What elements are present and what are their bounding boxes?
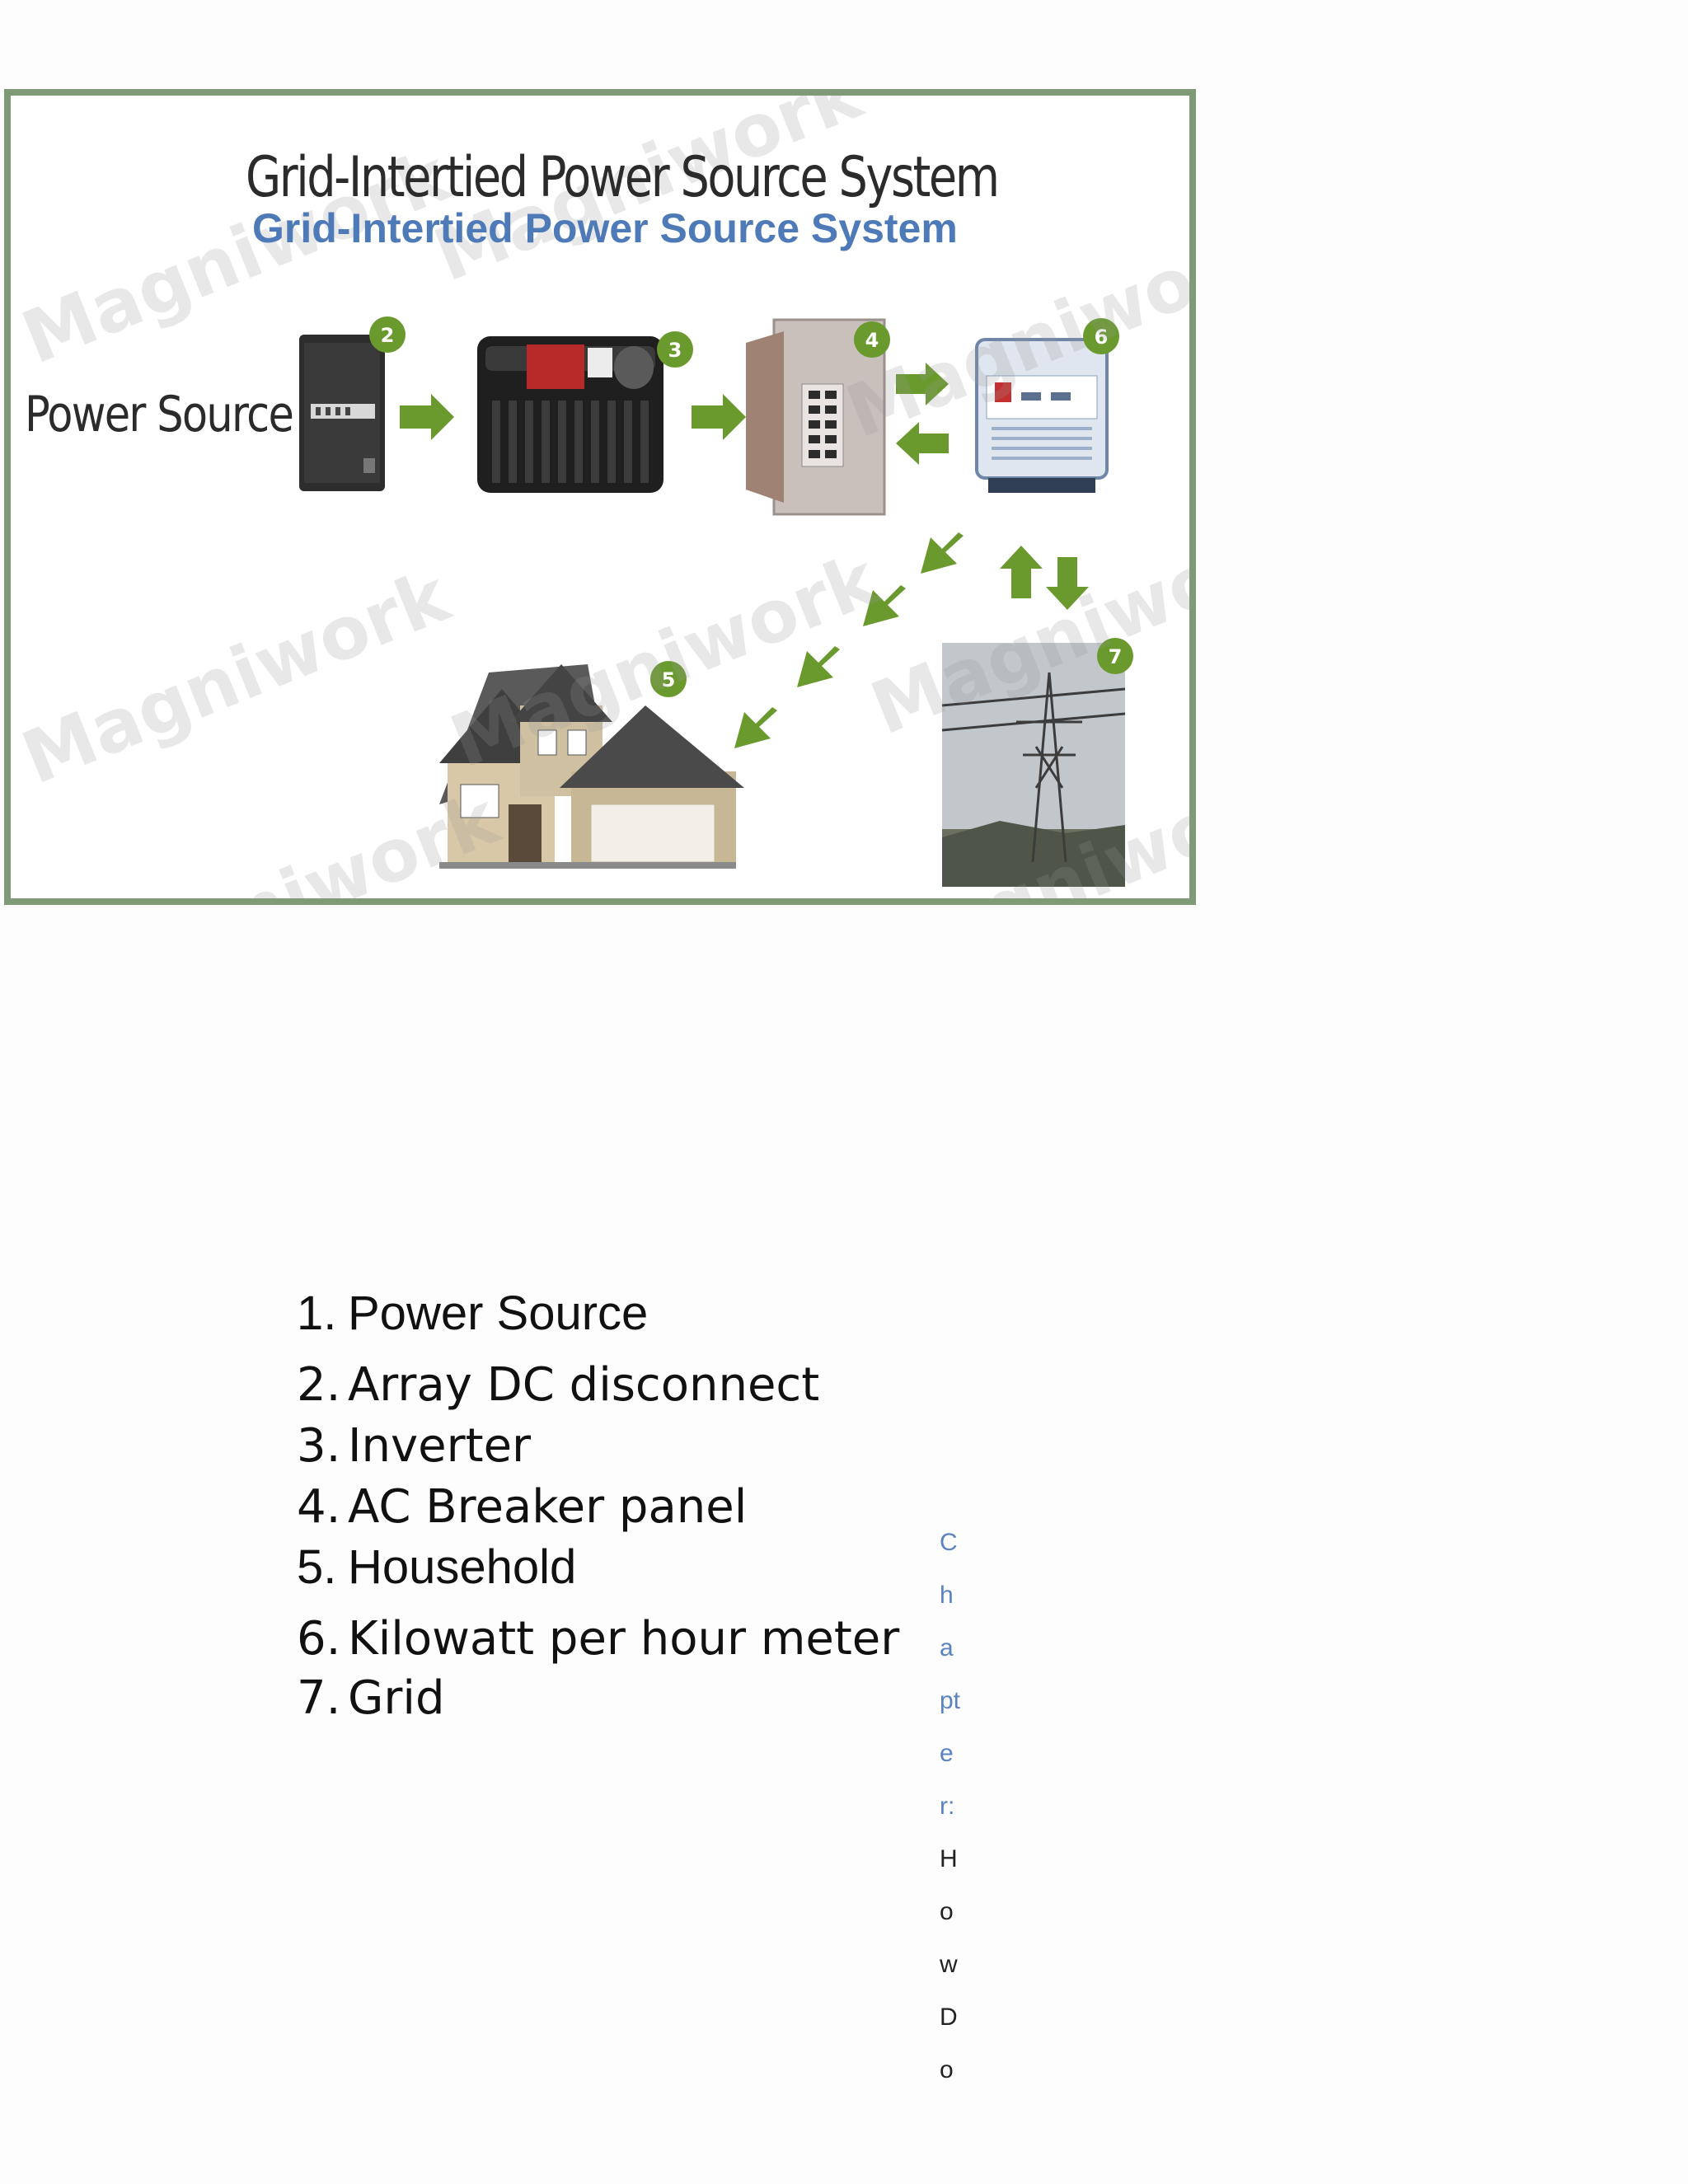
- power-source-label: Power Source: [25, 386, 294, 443]
- arrow-down-left-icon: [797, 646, 840, 687]
- legend-item: 2.Array DC disconnect: [297, 1358, 819, 1412]
- legend-number: 1.: [297, 1286, 337, 1340]
- arrow-right-icon: [692, 394, 746, 440]
- legend-number: 7.: [297, 1671, 341, 1725]
- legend-item: 1.Power Source: [297, 1286, 648, 1341]
- legend-label: AC Breaker panel: [348, 1480, 748, 1534]
- arrow-down-icon: [1046, 557, 1089, 610]
- legend-number: 6.: [297, 1612, 341, 1666]
- legend-number: 3.: [297, 1419, 341, 1473]
- badge-4: 4: [865, 329, 879, 352]
- vertical-char: w: [940, 1951, 958, 1978]
- vertical-char: o: [940, 1898, 954, 1925]
- badge-2: 2: [381, 324, 395, 347]
- legend-item: 5.Household: [297, 1540, 576, 1595]
- arrow-up-icon: [1000, 546, 1043, 598]
- legend-number: 5.: [297, 1540, 337, 1594]
- vertical-char: H: [940, 1845, 958, 1872]
- badge-6: 6: [1095, 326, 1109, 349]
- legend-label: Kilowatt per hour meter: [348, 1612, 900, 1666]
- arrow-right-icon: [400, 394, 454, 440]
- inverter-icon: [477, 336, 663, 493]
- legend-number: 4.: [297, 1480, 341, 1534]
- arrow-down-left-icon: [734, 707, 777, 748]
- legend-label: Household: [348, 1540, 577, 1594]
- diagram-title: Grid-Intertied Power Source System: [252, 205, 958, 251]
- legend-label: Array DC disconnect: [348, 1358, 820, 1412]
- legend-number: 2.: [297, 1358, 341, 1412]
- dc-disconnect-icon: [299, 335, 385, 491]
- arrow-down-left-icon: [921, 532, 964, 574]
- legend-label: Inverter: [348, 1419, 532, 1473]
- vertical-char: r:: [940, 1793, 955, 1820]
- legend-item: 3.Inverter: [297, 1419, 531, 1473]
- vertical-char: o: [940, 2056, 954, 2083]
- legend-item: 4.AC Breaker panel: [297, 1480, 747, 1534]
- vertical-char: C: [940, 1529, 958, 1556]
- legend-item: 6.Kilowatt per hour meter: [297, 1612, 899, 1666]
- badge-3: 3: [668, 339, 682, 362]
- vertical-char: h: [940, 1582, 954, 1609]
- system-diagram: 2 3 4 5 6 7 Magniwork Magniwork Magniwor…: [4, 89, 1196, 905]
- vertical-chapter-text: C h a pt e r: H o w D o: [940, 1529, 989, 2109]
- arrow-down-left-icon: [863, 585, 906, 626]
- power-tower-icon: [941, 643, 1126, 887]
- badges: 2 3 4 5 6 7: [369, 316, 1133, 697]
- legend-label: Power Source: [348, 1286, 649, 1340]
- house-icon: [439, 664, 744, 869]
- badge-5: 5: [662, 668, 676, 691]
- arrow-left-icon: [896, 422, 949, 465]
- kwh-meter-icon: [975, 338, 1109, 493]
- vertical-char: pt: [940, 1687, 961, 1714]
- diagram-graphics: 2 3 4 5 6 7: [299, 316, 1133, 887]
- diagram-sketch-title: Grid-Intertied Power Source System: [246, 145, 1000, 210]
- vertical-char: e: [940, 1740, 954, 1767]
- vertical-char: a: [940, 1634, 954, 1661]
- legend-label: Grid: [348, 1671, 445, 1725]
- breaker-panel-icon: [746, 318, 886, 516]
- vertical-char: D: [940, 2004, 958, 2031]
- arrow-right-icon: [896, 363, 949, 405]
- flow-arrows: [400, 363, 1089, 748]
- legend-item: 7.Grid: [297, 1671, 445, 1725]
- badge-7: 7: [1109, 645, 1123, 668]
